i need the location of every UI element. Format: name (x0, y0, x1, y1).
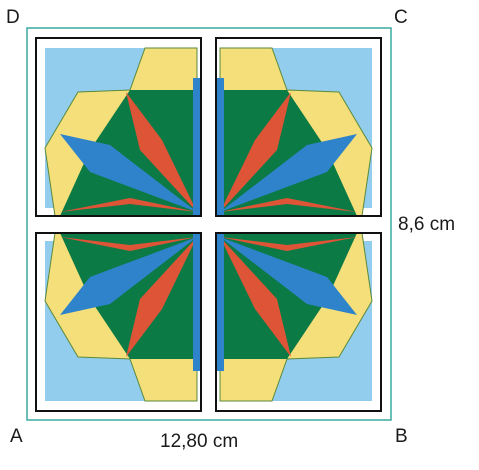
tile-top-right (215, 37, 382, 217)
corner-label-b: B (395, 426, 408, 447)
corner-label-a: A (10, 426, 23, 447)
width-dimension-label: 12,80 cm (160, 431, 239, 452)
tile-top-left (35, 37, 202, 217)
outer-frame (26, 27, 392, 421)
corner-label-d: D (6, 7, 20, 28)
height-dimension-label: 8,6 cm (398, 214, 456, 235)
tile-bottom-right (215, 232, 382, 412)
tile-bottom-left (35, 232, 202, 412)
corner-label-c: C (394, 7, 408, 28)
